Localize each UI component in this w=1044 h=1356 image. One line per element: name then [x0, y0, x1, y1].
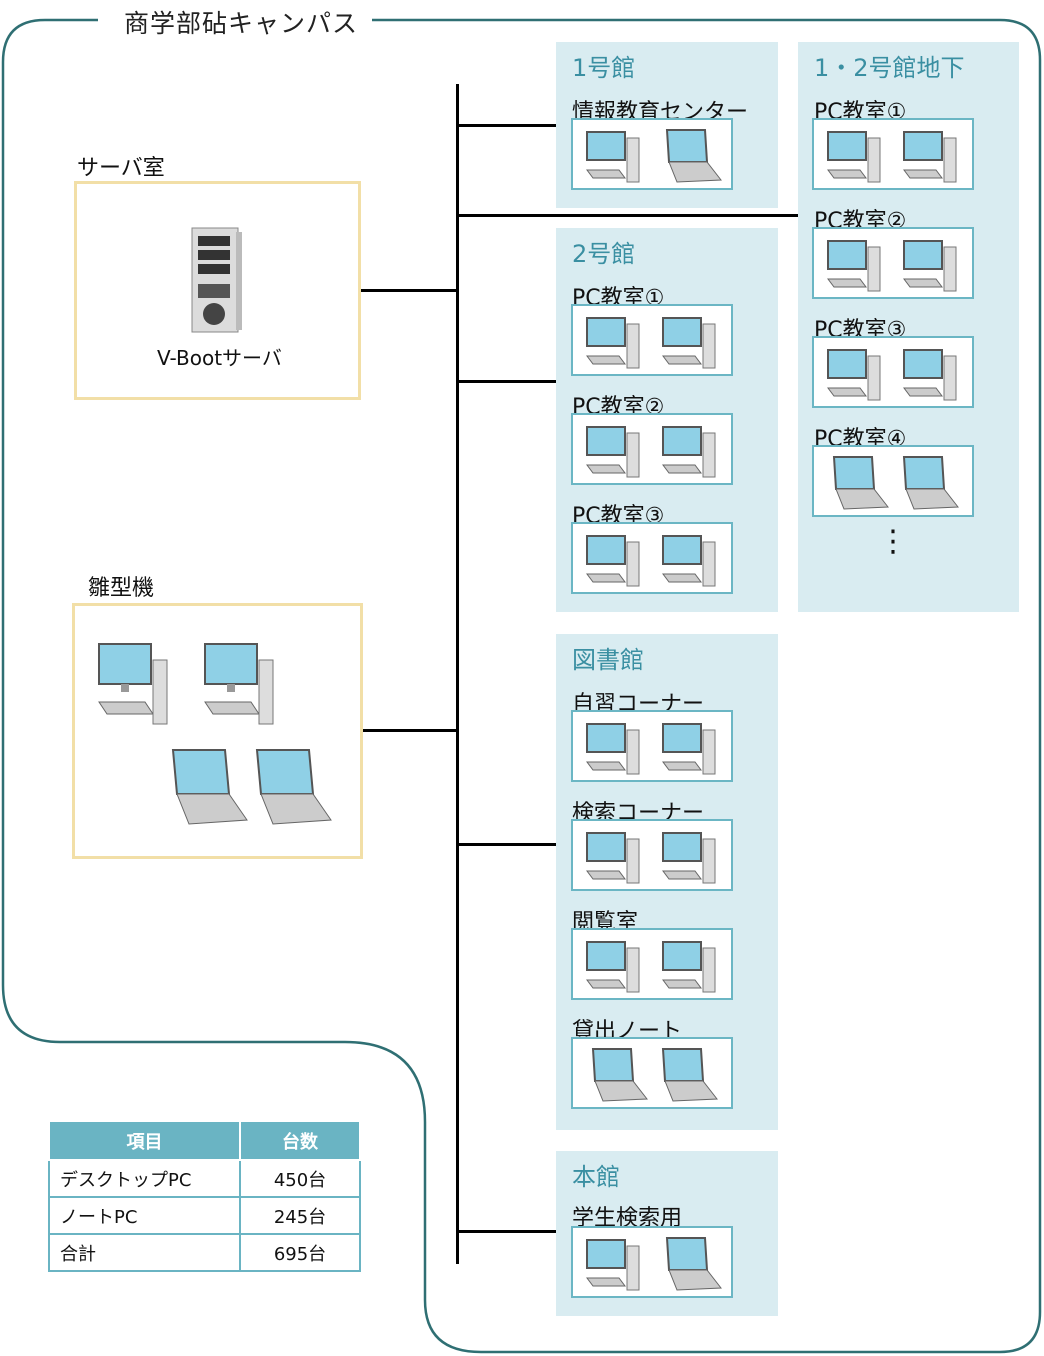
desktop-pc-icon	[827, 349, 881, 401]
link-main	[458, 1230, 556, 1233]
server-room-label: サーバ室	[77, 156, 165, 181]
row-value: 245台	[239, 1196, 361, 1235]
desktop-pc-icon	[903, 240, 957, 292]
desktop-pc-icon	[98, 643, 168, 725]
laptop-icon	[902, 456, 959, 510]
laptop-icon	[591, 1048, 648, 1102]
link-server	[360, 289, 458, 292]
link-b1	[458, 124, 556, 127]
laptop-icon	[832, 456, 889, 510]
room-self-study	[571, 710, 733, 782]
desktop-pc-icon	[586, 535, 640, 587]
desktop-pc-icon	[586, 723, 640, 775]
desktop-pc-icon	[903, 131, 957, 183]
models-room-label: 雛型機	[88, 576, 155, 601]
building-main: 本館 学生検索用	[556, 1151, 778, 1316]
link-models	[360, 729, 458, 732]
desktop-pc-icon	[662, 723, 716, 775]
link-b12	[458, 214, 798, 217]
laptop-icon	[665, 129, 722, 183]
desktop-pc-icon	[827, 131, 881, 183]
link-library	[458, 843, 556, 846]
building-title: 1号館	[572, 54, 636, 82]
building-library: 図書館 自習コーナー 検索コーナー 閲覧室 貸出ノート	[556, 634, 778, 1130]
room-info-center	[571, 118, 733, 190]
room-student-search	[571, 1226, 733, 1298]
room-reading	[571, 928, 733, 1000]
desktop-pc-icon	[662, 535, 716, 587]
desktop-pc-icon	[662, 941, 716, 993]
server-icon	[191, 227, 242, 333]
summary-table: 項目 台数 デスクトップPC 450台 ノートPC 245台 合計 695台	[48, 1120, 361, 1272]
room-pc1	[571, 304, 733, 376]
building-title: 本館	[572, 1163, 620, 1191]
laptop-icon	[661, 1048, 718, 1102]
table-row: デスクトップPC 450台	[48, 1159, 361, 1198]
desktop-pc-icon	[586, 941, 640, 993]
link-b2	[458, 380, 556, 383]
room-pc3	[571, 522, 733, 594]
laptop-icon	[665, 1237, 722, 1291]
room-pc1	[812, 118, 974, 190]
row-label: デスクトップPC	[48, 1159, 241, 1198]
server-room: V-Bootサーバ	[74, 181, 361, 400]
room-pc2	[812, 227, 974, 299]
models-room	[72, 603, 363, 859]
desktop-pc-icon	[586, 317, 640, 369]
desktop-pc-icon	[662, 832, 716, 884]
desktop-pc-icon	[586, 426, 640, 478]
desktop-pc-icon	[586, 131, 640, 183]
desktop-pc-icon	[662, 317, 716, 369]
building-title: 図書館	[572, 646, 644, 674]
row-value: 450台	[239, 1159, 361, 1198]
laptop-icon	[255, 749, 332, 825]
desktop-pc-icon	[586, 832, 640, 884]
room-laptop-loan	[571, 1037, 733, 1109]
row-label: 合計	[48, 1233, 241, 1272]
desktop-pc-icon	[903, 349, 957, 401]
building-title: 2号館	[572, 240, 636, 268]
table-row: 合計 695台	[48, 1233, 361, 1272]
desktop-pc-icon	[662, 426, 716, 478]
desktop-pc-icon	[827, 240, 881, 292]
desktop-pc-icon	[204, 643, 274, 725]
building-2: 2号館 PC教室① PC教室② PC教室③	[556, 228, 778, 612]
network-bus	[456, 84, 459, 1264]
server-label: V-Bootサーバ	[157, 346, 282, 370]
header-count: 台数	[239, 1120, 361, 1161]
row-value: 695台	[239, 1233, 361, 1272]
room-search	[571, 819, 733, 891]
building-title: 1・2号館地下	[814, 54, 965, 82]
room-pc3	[812, 336, 974, 408]
building-1: 1号館 情報教育センター	[556, 42, 778, 208]
campus-title: 商学部砧キャンパス	[110, 4, 373, 40]
room-pc2	[571, 413, 733, 485]
row-label: ノートPC	[48, 1196, 241, 1235]
laptop-icon	[171, 749, 248, 825]
room-pc4	[812, 445, 974, 517]
table-row: ノートPC 245台	[48, 1196, 361, 1235]
more-indicator: ⋮	[878, 524, 908, 559]
header-item: 項目	[48, 1120, 241, 1161]
building-1-2-basement: 1・2号館地下 PC教室① PC教室② PC教室③ PC教室④ ⋮	[798, 42, 1019, 612]
desktop-pc-icon	[586, 1239, 640, 1291]
